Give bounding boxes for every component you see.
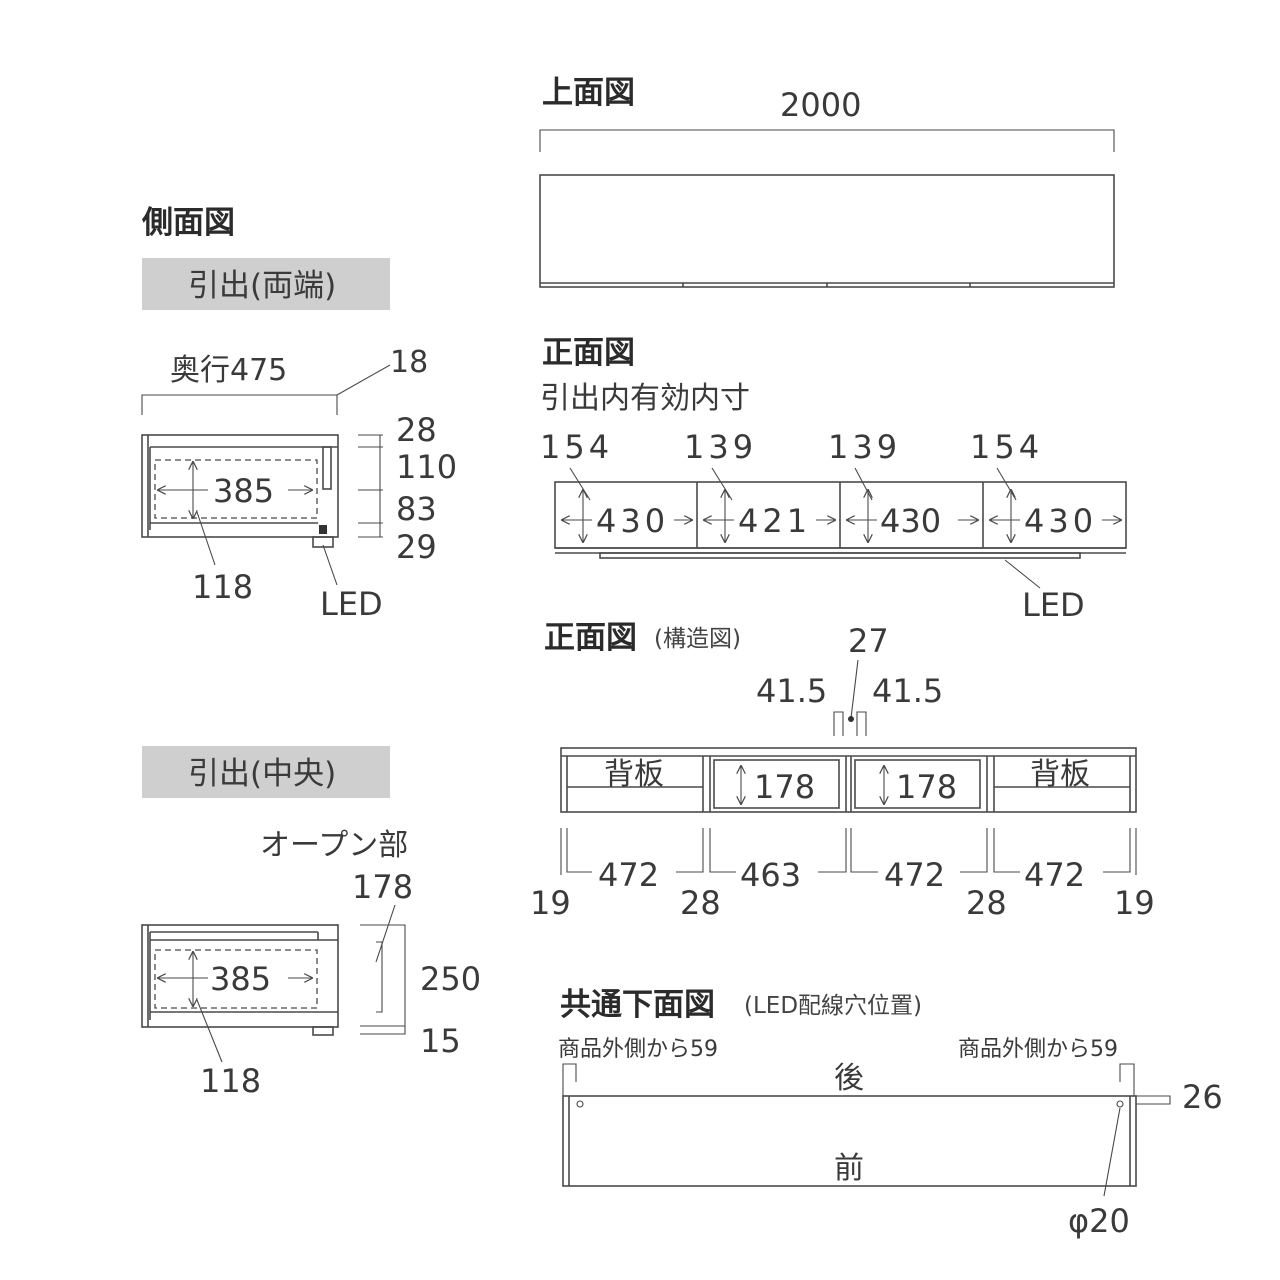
bottom-note-left: 商品外側から59 <box>558 1037 718 1062</box>
depth-dimension-line <box>141 394 338 415</box>
front-view-body <box>554 481 1127 559</box>
led-label: LED <box>320 585 383 623</box>
front-vertical-arrows <box>583 490 1011 542</box>
leader-118 <box>196 511 216 566</box>
front-height-1: 154 <box>540 428 613 466</box>
dim-83: 83 <box>396 490 437 528</box>
bottom-hole: φ20 <box>1068 1202 1130 1240</box>
front-led-label: LED <box>1022 586 1085 624</box>
bottom-back: 後 <box>834 1061 864 1096</box>
depth-label: 奥行475 <box>170 353 287 388</box>
top-width-dimension <box>539 129 1115 152</box>
front-height-2: 139 <box>684 428 757 466</box>
back-board-left: 背板 <box>604 757 664 792</box>
leader-27 <box>850 659 859 719</box>
structure-41-5-left: 41.5 <box>756 672 827 710</box>
bottom-front: 前 <box>834 1151 864 1186</box>
bottom-view-body <box>562 1063 1171 1187</box>
structure-view-title: 正面図 <box>544 620 637 656</box>
structure-width-2: 463 <box>740 856 801 894</box>
front-width-1: 430 <box>596 502 669 540</box>
band-center <box>142 746 390 798</box>
front-view-subtitle: 引出内有効内寸 <box>540 381 750 416</box>
band-center-label: 引出(中央) <box>188 756 336 792</box>
dim-15: 15 <box>420 1022 461 1060</box>
front-leaders <box>569 467 1017 501</box>
bottom-26: 26 <box>1182 1078 1223 1116</box>
structure-27-dot <box>848 716 854 722</box>
bottom-view-title: 共通下面図 <box>560 987 715 1023</box>
structure-width-1: 472 <box>598 856 659 894</box>
leader-front-led <box>1004 559 1041 589</box>
leader-led <box>322 544 338 586</box>
hole-left <box>576 1100 584 1108</box>
dim-250: 250 <box>420 960 481 998</box>
leader-18 <box>336 364 391 396</box>
dim-18: 18 <box>390 345 428 380</box>
leader-hole <box>1103 1107 1121 1197</box>
dim-178: 178 <box>352 868 413 906</box>
structure-41-5-right: 41.5 <box>872 672 943 710</box>
bottom-note-right: 商品外側から59 <box>958 1037 1118 1062</box>
front-height-3: 139 <box>828 428 901 466</box>
top-width: 2000 <box>780 86 861 124</box>
structure-edge-right: 19 <box>1114 884 1155 922</box>
dim-28: 28 <box>396 411 437 449</box>
inner-385-center: 385 <box>210 960 271 998</box>
leader-118-center <box>196 999 223 1063</box>
structure-178-b: 178 <box>896 768 957 806</box>
dim-110: 110 <box>396 448 457 486</box>
stack-dimension-lines <box>358 434 383 538</box>
band-ends-label: 引出(両端) <box>188 268 336 304</box>
dim-29: 29 <box>396 528 437 566</box>
front-view-title: 正面図 <box>542 335 635 371</box>
side-view-title: 側面図 <box>141 205 235 241</box>
front-height-4: 154 <box>970 428 1043 466</box>
dim-118: 118 <box>192 568 253 606</box>
dim-118-center: 118 <box>200 1062 261 1100</box>
band-ends <box>142 258 390 310</box>
structure-27: 27 <box>848 622 889 660</box>
side-body-ends <box>141 434 339 548</box>
front-width-4: 430 <box>1024 502 1097 540</box>
structure-gap-left: 28 <box>680 884 721 922</box>
open-label: オープン部 <box>260 828 408 863</box>
structure-edge-left: 19 <box>530 884 571 922</box>
structure-bottom-dimensions <box>560 828 1137 875</box>
hole-right <box>1116 1100 1124 1108</box>
inner-385: 385 <box>213 472 274 510</box>
structure-body <box>560 747 1137 813</box>
front-width-2: 421 <box>738 502 811 540</box>
structure-top-brackets <box>833 711 867 736</box>
structure-width-3: 472 <box>884 856 945 894</box>
leader-178 <box>375 904 396 963</box>
side-body-center <box>141 924 339 1036</box>
top-view-body <box>539 174 1115 288</box>
structure-178-a: 178 <box>754 768 815 806</box>
center-stack-dimension-lines <box>360 924 406 1035</box>
bottom-view-note: (LED配線穴位置) <box>744 993 922 1019</box>
structure-view-note: (構造図) <box>654 626 741 652</box>
structure-gap-right: 28 <box>966 884 1007 922</box>
top-view-title: 上面図 <box>542 75 635 111</box>
front-width-3: 430 <box>880 502 941 540</box>
back-board-right: 背板 <box>1030 757 1090 792</box>
structure-width-4: 472 <box>1024 856 1085 894</box>
